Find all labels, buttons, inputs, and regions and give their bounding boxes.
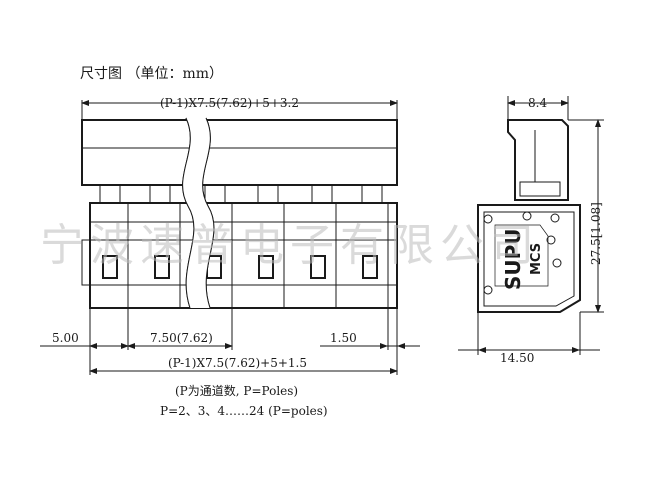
note-poles-range: P=2、3、4……24 (P=poles) [160,404,328,418]
side-model: MCS [529,243,544,275]
upper-tabs [99,184,383,204]
side-brand: SUPU [501,228,525,290]
break-symbol [182,117,215,309]
drawing-title: 尺寸图 （单位：mm） [80,66,223,82]
dim-left-offset: 5.00 [52,331,79,345]
front-view: (P-1)X7.5(7.62)+5+3.2 [40,96,420,375]
dim-pitch: 7.50(7.62) [150,331,213,345]
side-view: 8.4 SUPU MCS 27.5[1.08] 14.50 [458,96,604,365]
dim-side-width: 14.50 [500,351,534,365]
note-poles-def: (P为通道数, P=Poles) [175,383,298,398]
dim-side-height: 27.5[1.08] [589,202,603,265]
dim-side-top: 8.4 [528,96,547,110]
dim-bottom-total: (P-1)X7.5(7.62)+5+1.5 [168,356,307,370]
dim-right-offset: 1.50 [330,331,357,345]
dim-top-total: (P-1)X7.5(7.62)+5+3.2 [160,96,299,110]
company-watermark: 宁波速普电子有限公司 [40,220,540,271]
